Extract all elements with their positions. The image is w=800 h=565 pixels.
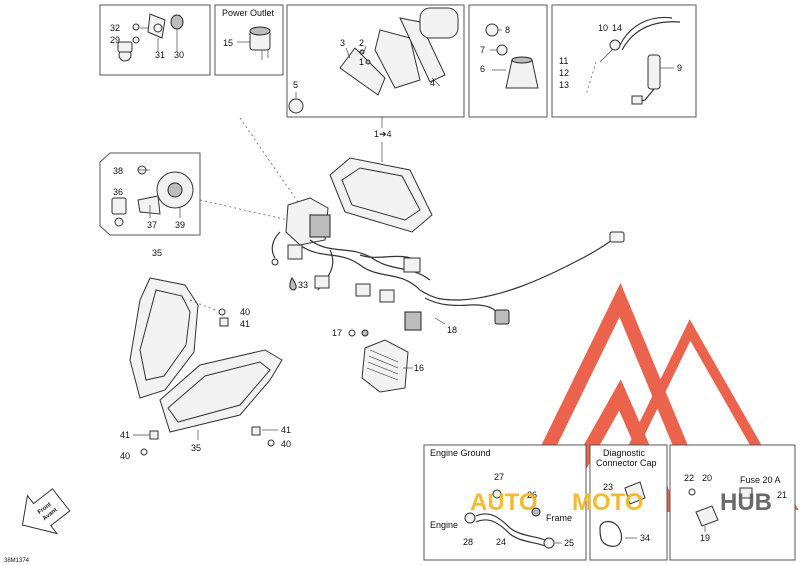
- callout-40-upper: 40: [240, 307, 250, 317]
- callout-29: 29: [110, 35, 120, 45]
- callout-31: 31: [155, 50, 165, 60]
- callout-38: 38: [113, 166, 123, 176]
- callout-36: 36: [113, 187, 123, 197]
- callout-37: 37: [147, 220, 157, 230]
- callout-25: 25: [564, 538, 574, 548]
- callout-19: 19: [700, 533, 710, 543]
- diag-title-line2: Connector Cap: [596, 458, 657, 468]
- callout-16: 16: [414, 363, 424, 373]
- callout-40-right: 40: [281, 439, 291, 449]
- callout-8: 8: [505, 25, 510, 35]
- callout-21: 21: [777, 490, 787, 500]
- watermark-hub: HUB: [720, 489, 772, 516]
- callout-5: 5: [293, 80, 298, 90]
- power-outlet-title: Power Outlet: [222, 8, 275, 18]
- callout-35-bottom: 35: [191, 443, 201, 453]
- callout-41-left: 41: [120, 430, 130, 440]
- callout-1: 1: [359, 57, 364, 67]
- box-power-outlet: Power Outlet 15: [214, 4, 284, 76]
- main-assembly: 33 18 17 16: [271, 157, 625, 393]
- box-indicator-lamp: 8 7 6: [468, 4, 548, 118]
- callout-12: 12: [559, 68, 569, 78]
- callout-10: 10: [598, 23, 608, 33]
- callout-14: 14: [612, 23, 622, 33]
- callout-1-to-4: 1➔4: [374, 129, 392, 139]
- callout-9: 9: [677, 63, 682, 73]
- box-engine-ground: Engine Ground Engine Frame 27 26 28 24 2…: [423, 444, 587, 561]
- box-fuel-sender: 10 14 11 12 13 9: [551, 4, 697, 118]
- callout-4: 4: [430, 78, 435, 88]
- callout-26: 26: [527, 490, 537, 500]
- callout-32: 32: [110, 23, 120, 33]
- diag-title-line1: Diagnostic: [603, 448, 646, 458]
- watermark-auto: AUTO: [470, 489, 538, 516]
- drawing-code: 38M1374: [4, 558, 30, 564]
- engine-label: Engine: [430, 520, 458, 530]
- callout-30: 30: [174, 50, 184, 60]
- callout-7: 7: [480, 45, 485, 55]
- box-fuse: Fuse 20 A 22 20 21 19: [669, 444, 796, 561]
- front-arrow: Front Avant: [21, 488, 71, 535]
- callout-22: 22: [684, 473, 694, 483]
- callout-40-left: 40: [120, 451, 130, 461]
- callout-41-right: 41: [281, 425, 291, 435]
- callout-3: 3: [340, 38, 345, 48]
- callout-33: 33: [298, 280, 308, 290]
- callout-35-top: 35: [152, 248, 162, 258]
- callout-34: 34: [640, 533, 650, 543]
- engine-ground-title: Engine Ground: [430, 448, 491, 458]
- callout-24: 24: [496, 537, 506, 547]
- callout-28: 28: [463, 537, 473, 547]
- watermark-moto: MOTO: [572, 489, 644, 516]
- box-bulb-socket: 32 29 31 30: [99, 4, 211, 76]
- box-headlight-bulb: 38 36 37 39: [99, 152, 201, 236]
- callout-11: 11: [559, 56, 568, 66]
- callout-20: 20: [702, 473, 712, 483]
- callout-17: 17: [332, 328, 342, 338]
- callout-6: 6: [480, 64, 485, 74]
- frame-label: Frame: [546, 513, 572, 523]
- callout-27: 27: [494, 472, 504, 482]
- box-diagnostic-connector-cap: Diagnostic Connector Cap 23 34: [589, 444, 668, 561]
- callout-23: 23: [603, 482, 613, 492]
- callout-2: 2: [359, 38, 364, 48]
- callout-39: 39: [175, 220, 185, 230]
- callout-15: 15: [223, 38, 233, 48]
- box-gauge-cluster: 3 2 1 4 5: [286, 4, 465, 118]
- callout-18: 18: [447, 325, 457, 335]
- callout-41-upper: 41: [240, 319, 250, 329]
- watermark-text: AUTO MOTO HUB: [470, 489, 772, 516]
- callout-13: 13: [559, 80, 569, 90]
- headlight-assembly: 35 40 41 41 40 35 41 40: [120, 248, 291, 461]
- fuse-title: Fuse 20 A: [740, 475, 781, 485]
